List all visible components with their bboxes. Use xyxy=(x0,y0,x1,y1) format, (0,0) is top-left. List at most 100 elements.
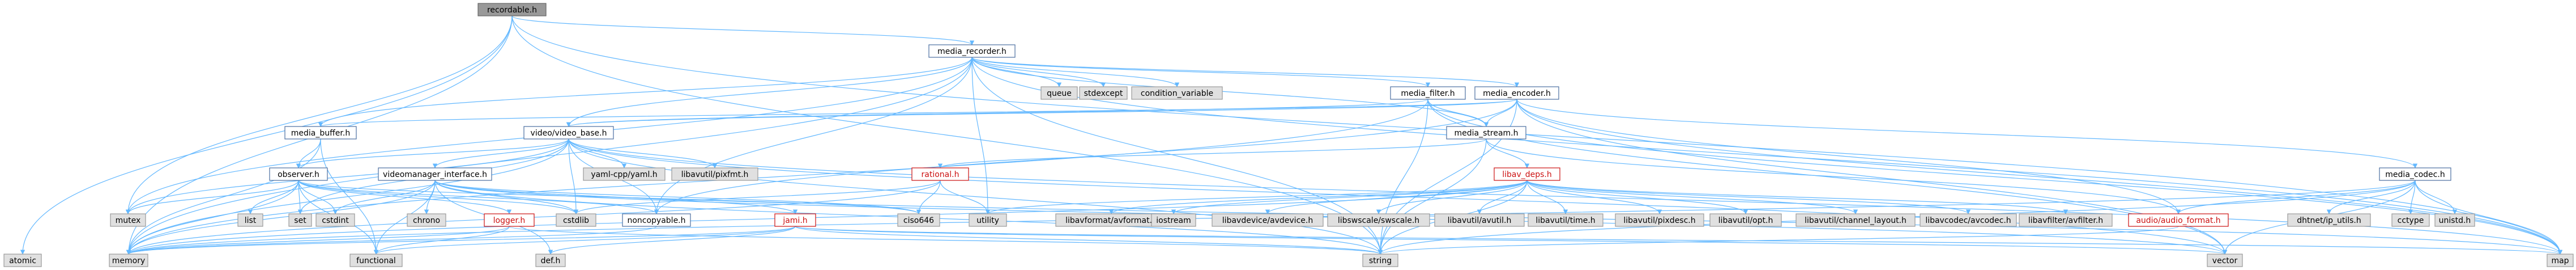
node-label-video_base_h: video/video_base.h xyxy=(531,129,607,138)
edge-media_encoder_h-to-audio_format_h xyxy=(1516,99,2181,214)
node-box-libav_deps_h xyxy=(1494,167,1560,181)
edge-media_encoder_h-to-map xyxy=(1516,99,2563,255)
node-label-string: string xyxy=(1369,256,1392,265)
node-label-memory: memory xyxy=(112,256,146,265)
node-box-chrono xyxy=(407,213,446,227)
edge-video_base_h-to-mutex xyxy=(125,138,569,214)
node-video_base_h[interactable]: video/video_base.h xyxy=(523,126,614,140)
node-libavcodec: libavcodec/avcodec.h xyxy=(1920,213,2017,227)
edge-media_filter_h-to-memory xyxy=(126,99,1428,255)
node-label-chrono: chrono xyxy=(413,216,440,225)
node-noncopyable_h[interactable]: noncopyable.h xyxy=(622,213,691,227)
node-label-libavcodec: libavcodec/avcodec.h xyxy=(1925,216,2011,225)
node-libavutil_pixfmt: libavutil/pixfmt.h xyxy=(671,167,758,181)
node-box-condition_variable xyxy=(1131,86,1223,100)
edge-media_stream_h-to-string xyxy=(1377,138,1487,255)
node-box-utility xyxy=(969,213,1007,227)
node-box-media_recorder_h xyxy=(928,44,1016,58)
edge-video_base_h-to-cstdlib xyxy=(568,138,579,214)
node-list: list xyxy=(237,213,263,227)
node-cctype: cctype xyxy=(2391,213,2430,227)
node-label-ciso646: ciso646 xyxy=(903,216,934,225)
edge-rational_h-to-ciso646 xyxy=(916,180,941,214)
node-label-map: map xyxy=(2551,256,2569,265)
edge-media_codec_h-to-cctype xyxy=(2408,180,2416,214)
edge-logger_h-to-functional xyxy=(373,226,510,255)
node-label-media_encoder_h: media_encoder.h xyxy=(1483,89,1551,98)
node-label-media_recorder_h: media_recorder.h xyxy=(937,47,1006,56)
edge-audio_format_h-to-string xyxy=(1378,226,2179,255)
node-cstdlib: cstdlib xyxy=(556,213,596,227)
node-media_encoder_h[interactable]: media_encoder.h xyxy=(1474,86,1559,100)
node-box-yaml_cpp xyxy=(583,167,666,181)
node-label-libavdevice: libavdevice/avdevice.h xyxy=(1222,216,1313,225)
node-label-media_buffer_h: media_buffer.h xyxy=(291,129,350,138)
node-dhtnet_ip_utils: dhtnet/ip_utils.h xyxy=(2287,213,2371,227)
node-label-set: set xyxy=(294,216,306,225)
node-media_codec_h[interactable]: media_codec.h xyxy=(2379,167,2451,181)
node-label-vector: vector xyxy=(2212,256,2238,265)
edge-videomanager_interface_h-to-memory xyxy=(126,180,436,255)
node-libavfilter: libavfilter/avfilter.h xyxy=(2019,213,2113,227)
edges-layer xyxy=(20,15,2563,255)
node-label-rational_h: rational.h xyxy=(922,170,959,179)
edge-media_recorder_h-to-media_buffer_h xyxy=(318,57,973,127)
node-box-libavutil_opt xyxy=(1709,213,1782,227)
edge-video_base_h-to-string xyxy=(568,138,1383,255)
node-box-media_codec_h xyxy=(2379,167,2451,181)
node-label-iostream: iostream xyxy=(1156,216,1191,225)
node-functional: functional xyxy=(349,254,403,267)
node-label-libavutil_pixdesc: libavutil/pixdesc.h xyxy=(1623,216,1695,225)
edge-libav_deps_h-to-libavutil_avutil xyxy=(1477,180,1528,214)
edge-jami_h-to-functional xyxy=(374,226,796,255)
edge-jami_h-to-memory xyxy=(126,226,796,255)
node-box-libavutil_pixfmt xyxy=(671,167,758,181)
node-videomanager_interface_h[interactable]: videomanager_interface.h xyxy=(378,167,492,181)
edge-recordable_h-to-map xyxy=(511,15,2563,255)
node-def_h: def.h xyxy=(535,254,566,267)
edge-jami_h-to-string xyxy=(795,226,1383,255)
edge-videomanager_interface_h-to-cstdlib xyxy=(434,180,579,214)
node-box-libavutil_time xyxy=(1528,213,1603,227)
node-box-libavdevice xyxy=(1212,213,1324,227)
edge-observer_h-to-cstdint xyxy=(298,180,338,214)
node-label-cctype: cctype xyxy=(2398,216,2424,225)
node-box-atomic xyxy=(3,254,42,267)
node-label-libswscale: libswscale/swscale.h xyxy=(1338,216,1419,225)
node-label-queue: queue xyxy=(1047,89,1072,98)
edge-libav_deps_h-to-libswscale xyxy=(1376,180,1528,214)
node-libavdevice: libavdevice/avdevice.h xyxy=(1212,213,1324,227)
node-box-media_buffer_h xyxy=(284,126,357,140)
node-label-functional: functional xyxy=(356,256,396,265)
node-box-cstdlib xyxy=(556,213,596,227)
node-box-stdexcept xyxy=(1079,86,1128,100)
node-label-cstdlib: cstdlib xyxy=(563,216,589,225)
node-media_buffer_h[interactable]: media_buffer.h xyxy=(284,126,357,140)
node-media_stream_h[interactable]: media_stream.h xyxy=(1446,126,1526,140)
node-box-observer_h xyxy=(269,167,328,181)
edge-media_recorder_h-to-video_base_h xyxy=(566,57,973,127)
node-box-vector xyxy=(2207,254,2243,267)
node-libavutil_avutil: libavutil/avutil.h xyxy=(1434,213,1525,227)
node-box-ciso646 xyxy=(897,213,940,227)
edge-media_recorder_h-to-condition_variable xyxy=(971,57,1180,87)
node-map: map xyxy=(2547,254,2574,267)
node-observer_h[interactable]: observer.h xyxy=(269,167,328,181)
node-box-recordable_h xyxy=(477,3,547,16)
edge-media_codec_h-to-unistd xyxy=(2415,180,2458,214)
node-recordable_h[interactable]: recordable.h xyxy=(477,3,547,16)
node-box-libavutil_avutil xyxy=(1434,213,1525,227)
edge-observer_h-to-logger_h xyxy=(298,180,512,214)
node-box-unistd xyxy=(2434,213,2475,227)
node-label-logger_h: logger.h xyxy=(493,216,526,225)
node-media_filter_h[interactable]: media_filter.h xyxy=(1390,86,1466,100)
node-memory: memory xyxy=(109,254,148,267)
edge-rational_h-to-utility xyxy=(940,180,991,214)
node-box-iostream xyxy=(1151,213,1196,227)
node-jami_h: jami.h xyxy=(774,213,816,227)
edge-logger_h-to-memory xyxy=(126,226,510,255)
node-media_recorder_h[interactable]: media_recorder.h xyxy=(928,44,1016,58)
edge-media_recorder_h-to-media_encoder_h xyxy=(971,57,1519,87)
node-box-audio_format_h xyxy=(2128,213,2229,227)
